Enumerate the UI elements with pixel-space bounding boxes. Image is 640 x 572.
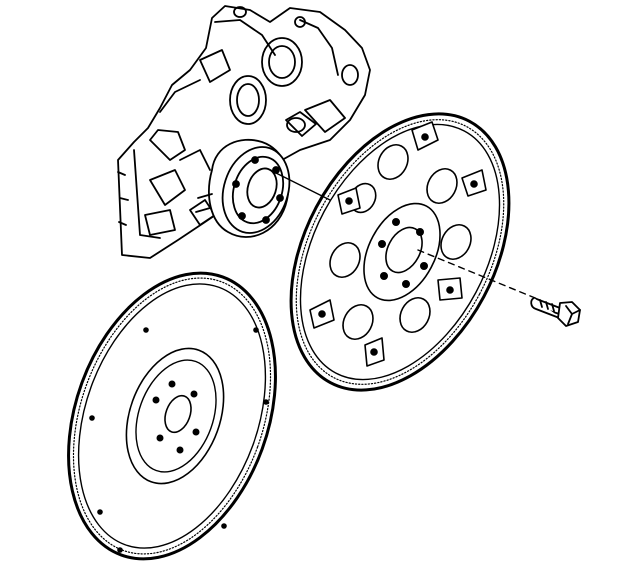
flywheel-icon — [67, 271, 277, 561]
alignment-line — [269, 169, 541, 301]
crankshaft-flange-icon — [195, 138, 291, 238]
engine-block-icon — [117, 5, 371, 259]
bolt-icon — [530, 297, 581, 327]
flexplate-icon — [289, 112, 511, 392]
